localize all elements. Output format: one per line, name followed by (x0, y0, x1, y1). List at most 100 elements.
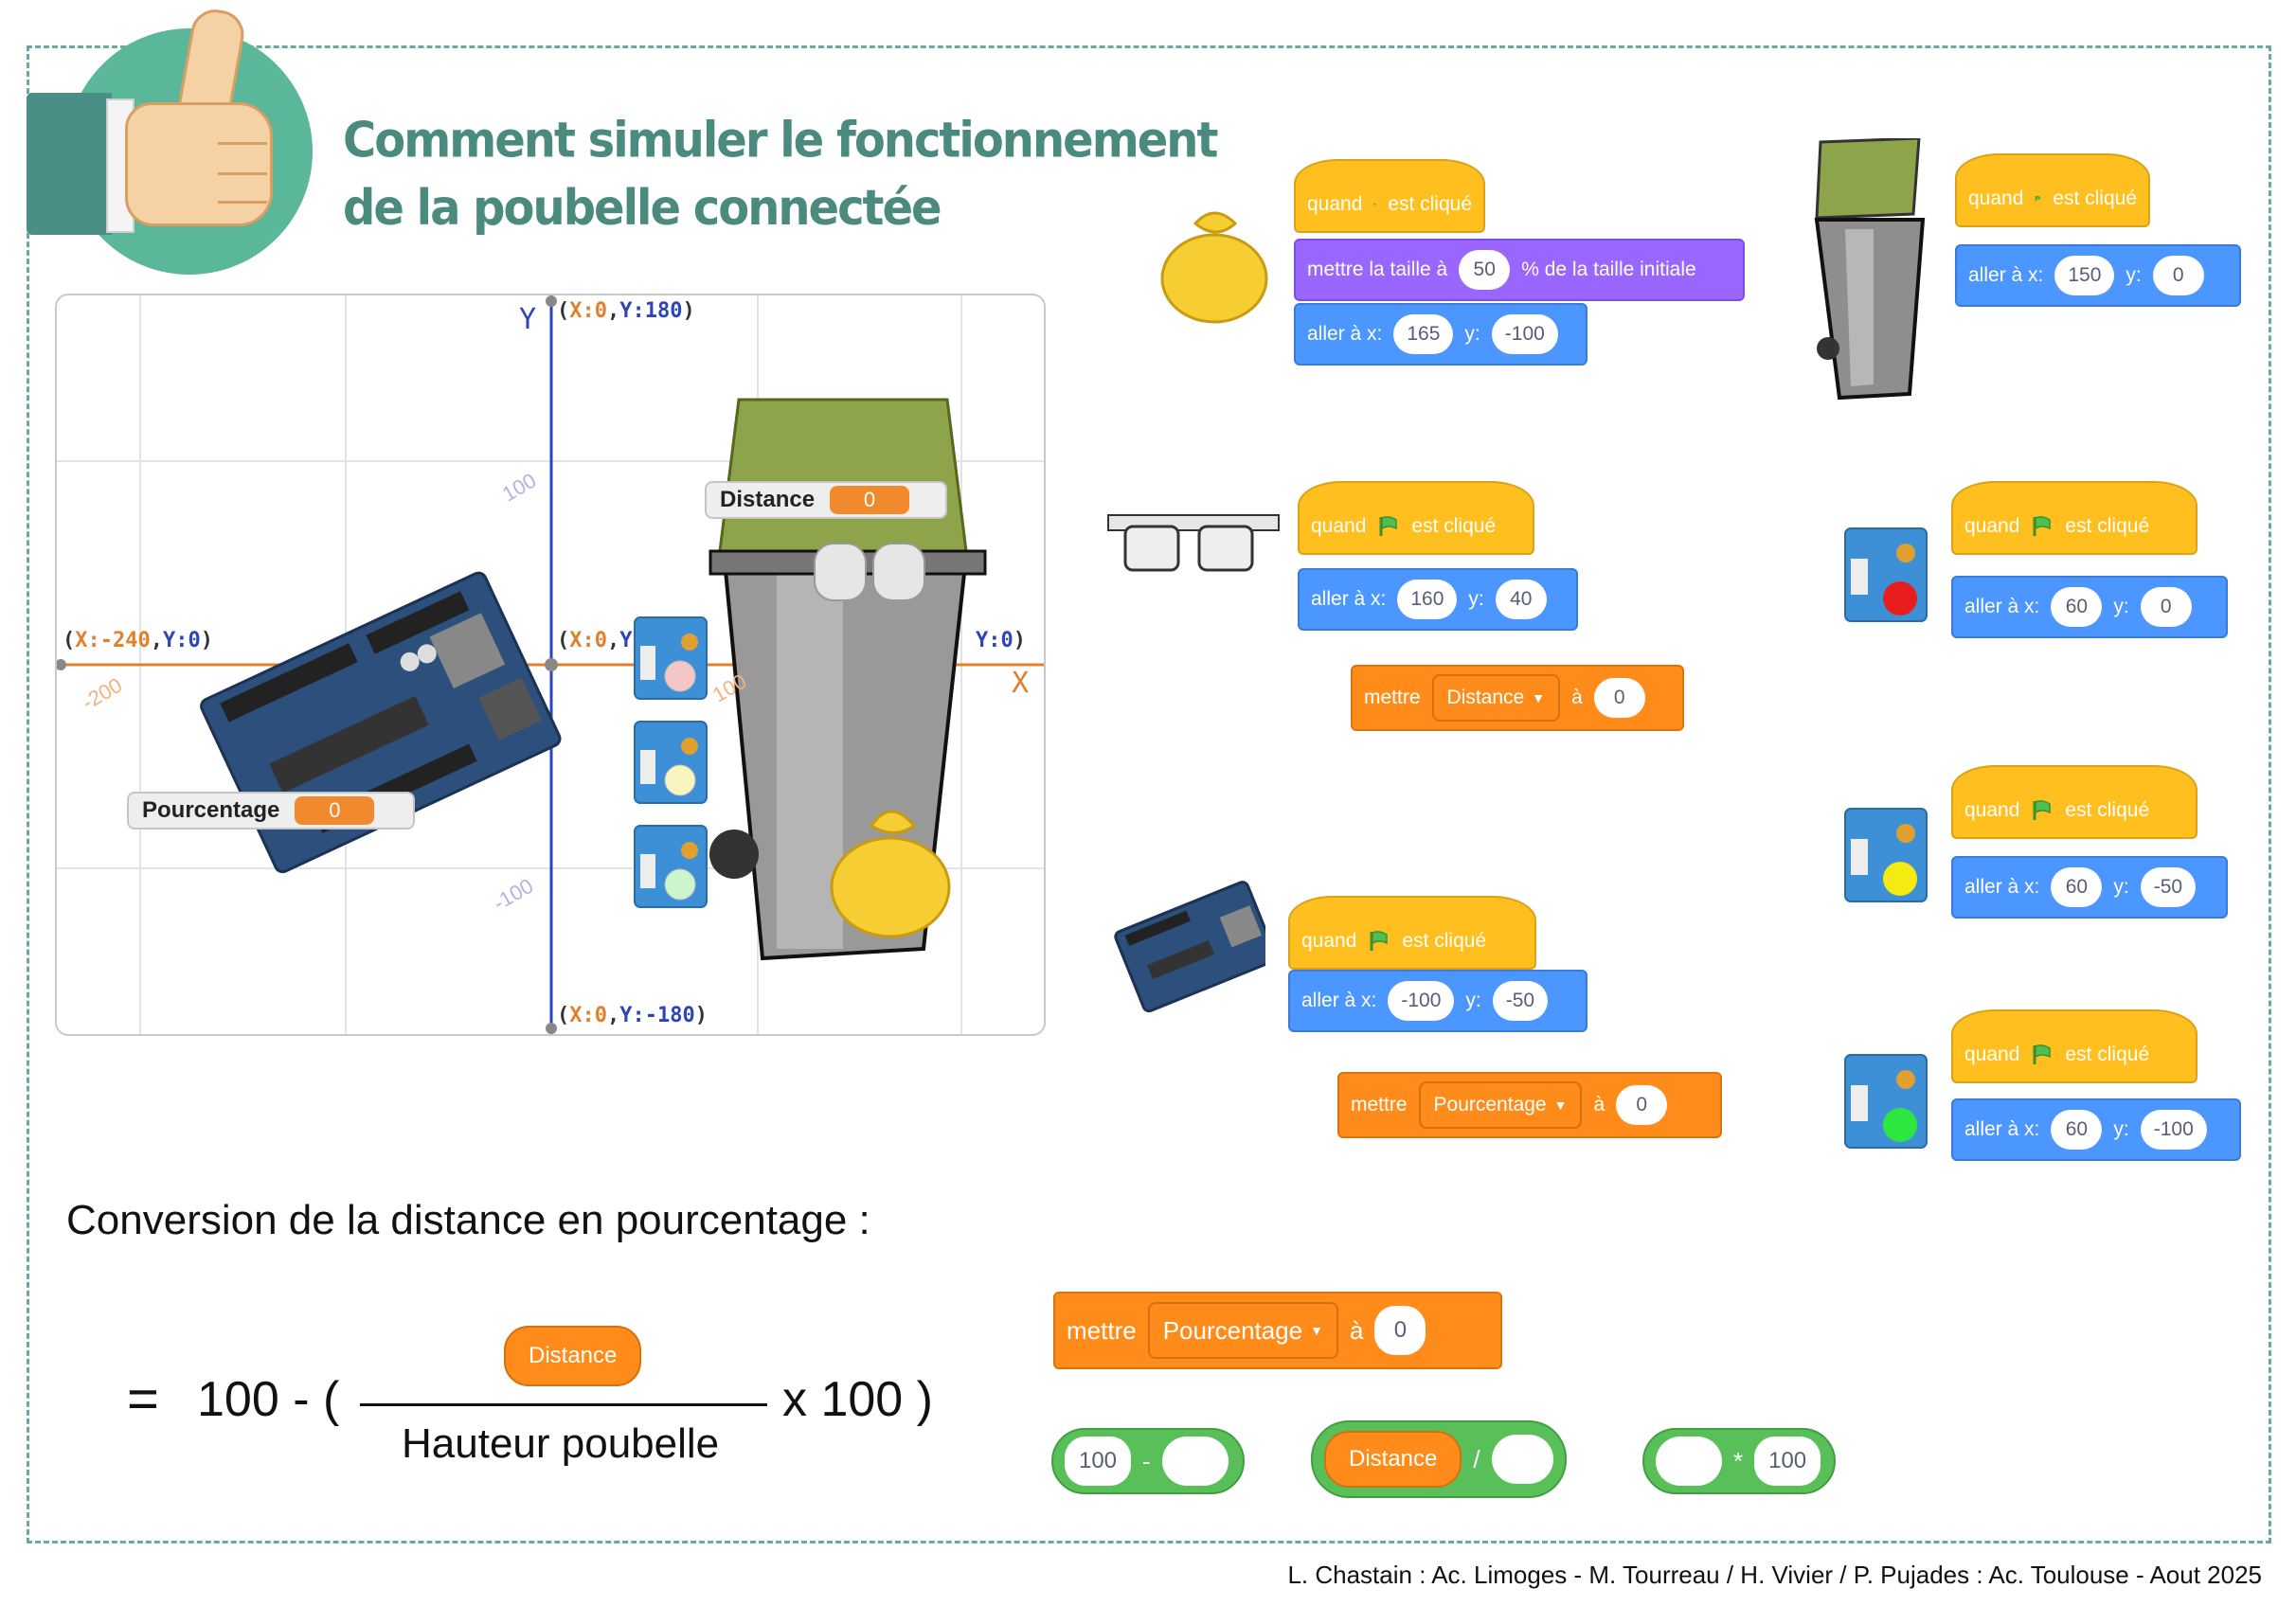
page-title: Comment simuler le fonctionnement de la … (343, 107, 1218, 242)
to-label: à (1571, 687, 1583, 708)
goto-block-led-green[interactable]: aller à x: 60 y: -100 (1951, 1098, 2241, 1161)
coord-left: (X:-240,Y:0) (63, 629, 213, 652)
x-axis-label: X (1012, 667, 1030, 700)
goto-block-sensor[interactable]: aller à x: 160 y: 40 (1298, 568, 1578, 631)
variable-name: Pourcentage (1162, 1315, 1303, 1345)
hat-suffix: est cliqué (2053, 187, 2137, 209)
coord-right: Y:0) (976, 629, 1026, 652)
page-frame (27, 45, 2271, 1544)
op-subtract-block[interactable]: 100 - (1051, 1428, 1245, 1494)
hat-suffix: est cliqué (1388, 193, 1472, 215)
goto-y-input[interactable]: 40 (1495, 580, 1547, 619)
hat-block-led-red[interactable]: quand est cliqué (1951, 481, 2197, 555)
size-input[interactable]: 50 (1459, 250, 1511, 290)
hat-block-led-green[interactable]: quand est cliqué (1951, 1009, 2197, 1083)
red-led-sprite-icon (1844, 527, 1928, 622)
goto-x-input[interactable]: 165 (1393, 314, 1454, 354)
goto-y-label: y: (1465, 990, 1481, 1011)
op-right-input[interactable] (1491, 1435, 1553, 1484)
size-prefix: mettre la taille à (1307, 259, 1448, 280)
goto-label: aller à x: (1964, 876, 2040, 898)
hat-block-sensor[interactable]: quand est cliqué (1298, 481, 1534, 555)
op-multiply-block[interactable]: * 100 (1642, 1428, 1836, 1494)
set-value-input[interactable]: 0 (1593, 678, 1645, 718)
y-axis-label: Y (519, 303, 537, 336)
goto-block-led-yellow[interactable]: aller à x: 60 y: -50 (1951, 856, 2228, 919)
goto-y-label: y: (2113, 1118, 2129, 1140)
hat-label: quand (1968, 187, 2024, 209)
set-label: mettre (1364, 687, 1421, 708)
goto-x-input[interactable]: 150 (2054, 256, 2115, 295)
goto-x-input[interactable]: 160 (1397, 580, 1458, 619)
set-value-input[interactable]: 0 (1374, 1306, 1426, 1355)
goto-y-input[interactable]: 0 (2140, 587, 2192, 627)
garbage-bag-icon (830, 810, 951, 938)
op-right-input[interactable] (1161, 1436, 1229, 1486)
goto-label: aller à x: (1964, 1118, 2040, 1140)
goto-y-label: y: (2126, 264, 2142, 286)
green-flag-icon (2033, 1044, 2052, 1064)
variable-dropdown[interactable]: Distance▼ (1431, 674, 1561, 722)
hat-block-arduino[interactable]: quand est cliqué (1288, 896, 1536, 970)
set-label: mettre (1067, 1315, 1137, 1345)
monitor-distance[interactable]: Distance 0 (705, 481, 947, 519)
title-line-2: de la poubelle connectée (343, 179, 942, 237)
hat-suffix: est cliqué (2065, 515, 2150, 537)
goto-x-input[interactable]: 60 (2051, 867, 2103, 907)
hat-label: quand (1311, 515, 1367, 537)
op-left-input[interactable] (1656, 1436, 1722, 1486)
hat-block-bag[interactable]: quand est cliqué (1294, 159, 1485, 233)
hat-suffix: est cliqué (1402, 930, 1487, 952)
goto-y-label: y: (1468, 588, 1484, 610)
footer-credits: L. Chastain : Ac. Limoges - M. Tourreau … (1287, 1561, 2262, 1589)
goto-block-arduino[interactable]: aller à x: -100 y: -50 (1288, 970, 1587, 1032)
op-right-input[interactable]: 100 (1754, 1436, 1821, 1486)
goto-x-input[interactable]: 60 (2051, 587, 2103, 627)
goto-label: aller à x: (1311, 588, 1387, 610)
hat-block-led-yellow[interactable]: quand est cliqué (1951, 765, 2197, 839)
goto-y-input[interactable]: -50 (2140, 867, 2197, 907)
conversion-heading: Conversion de la distance en pourcentage… (66, 1197, 870, 1243)
variable-dropdown[interactable]: Pourcentage▼ (1418, 1081, 1583, 1129)
goto-block-bin[interactable]: aller à x: 150 y: 0 (1955, 244, 2241, 307)
chevron-down-icon: ▼ (1553, 1097, 1568, 1113)
op-symbol: / (1473, 1444, 1480, 1473)
goto-block-bag[interactable]: aller à x: 165 y: -100 (1294, 303, 1587, 366)
hat-label: quand (1307, 193, 1363, 215)
green-flag-icon (2036, 195, 2041, 202)
yellow-led-sprite-icon (1844, 808, 1928, 902)
set-size-block[interactable]: mettre la taille à 50 % de la taille ini… (1294, 239, 1745, 301)
goto-label: aller à x: (1307, 323, 1383, 345)
goto-x-input[interactable]: -100 (1388, 981, 1455, 1021)
goto-y-label: y: (2113, 876, 2129, 898)
green-flag-icon (1370, 931, 1389, 951)
set-value-input[interactable]: 0 (1616, 1085, 1668, 1125)
goto-x-input[interactable]: 60 (2051, 1110, 2103, 1150)
green-flag-icon (2033, 516, 2052, 536)
op-divide-block[interactable]: Distance / (1311, 1420, 1567, 1498)
conversion-set-block[interactable]: mettre Pourcentage▼ à 0 (1053, 1292, 1502, 1369)
goto-y-input[interactable]: -100 (1491, 314, 1558, 354)
hat-suffix: est cliqué (1411, 515, 1497, 537)
variable-dropdown[interactable]: Pourcentage▼ (1147, 1302, 1338, 1359)
goto-y-input[interactable]: -50 (1492, 981, 1549, 1021)
stage-grid (57, 295, 1044, 1034)
formula-distance-reporter: Distance (504, 1326, 642, 1386)
hat-block-bin[interactable]: quand est cliqué (1955, 153, 2150, 227)
monitor-pourcentage[interactable]: Pourcentage 0 (127, 792, 415, 830)
goto-block-led-red[interactable]: aller à x: 60 y: 0 (1951, 576, 2228, 638)
to-label: à (1350, 1315, 1364, 1345)
to-label: à (1593, 1094, 1605, 1115)
goto-y-input[interactable]: 0 (2152, 256, 2204, 295)
set-distance-block[interactable]: mettre Distance▼ à 0 (1351, 665, 1684, 731)
set-pourcentage-block[interactable]: mettre Pourcentage▼ à 0 (1337, 1072, 1722, 1138)
op-symbol: * (1733, 1446, 1744, 1475)
coord-bottom: (X:0,Y:-180) (557, 1004, 708, 1027)
goto-y-input[interactable]: -100 (2140, 1110, 2207, 1150)
scratch-stage[interactable]: Y X (X:0,Y:180) (X:0,Y:-180) (X:-240,Y:0… (55, 294, 1046, 1036)
op-left-input[interactable]: 100 (1065, 1436, 1131, 1486)
monitor-pourcentage-label: Pourcentage (142, 797, 280, 823)
distance-reporter[interactable]: Distance (1324, 1431, 1462, 1488)
green-led-sprite-icon (1844, 1054, 1928, 1149)
ultrasonic-sensor-icon (1107, 514, 1280, 572)
